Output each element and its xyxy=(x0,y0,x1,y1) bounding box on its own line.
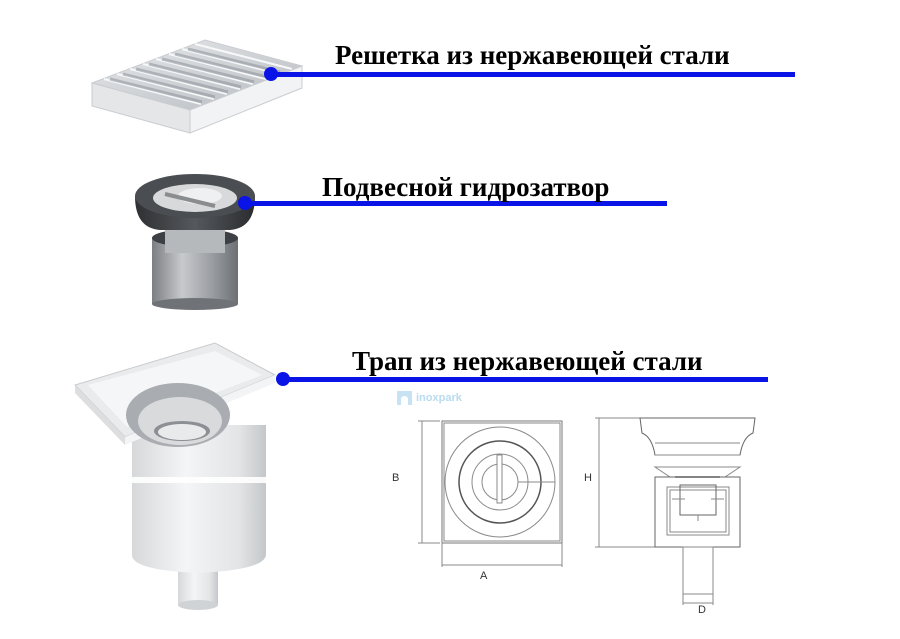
grate-leader-line xyxy=(271,72,795,77)
grate-image xyxy=(90,39,304,134)
grate-label: Решетка из нержавеющей стали xyxy=(335,40,730,70)
water-seal-image xyxy=(135,174,255,310)
water-seal-leader-dot xyxy=(238,196,252,210)
water-seal-label: Подвесной гидрозатвор xyxy=(322,172,610,202)
grate-leader-dot xyxy=(264,67,278,81)
drain-leader-line xyxy=(283,377,768,382)
drain-label: Трап из нержавеющей стали xyxy=(352,346,703,376)
dimension-label-b: B xyxy=(392,472,400,484)
water-seal-leader-line xyxy=(245,201,667,206)
watermark-text: inoxpark xyxy=(416,392,462,404)
watermark-logo-icon xyxy=(397,391,412,405)
dimension-label-a: A xyxy=(480,570,488,582)
dimension-label-h: H xyxy=(584,472,592,484)
drain-image xyxy=(74,342,277,610)
dimension-label-d: D xyxy=(698,604,706,616)
side-view-drawing xyxy=(595,417,756,605)
drain-leader-dot xyxy=(276,372,290,386)
top-view-drawing xyxy=(418,420,563,567)
